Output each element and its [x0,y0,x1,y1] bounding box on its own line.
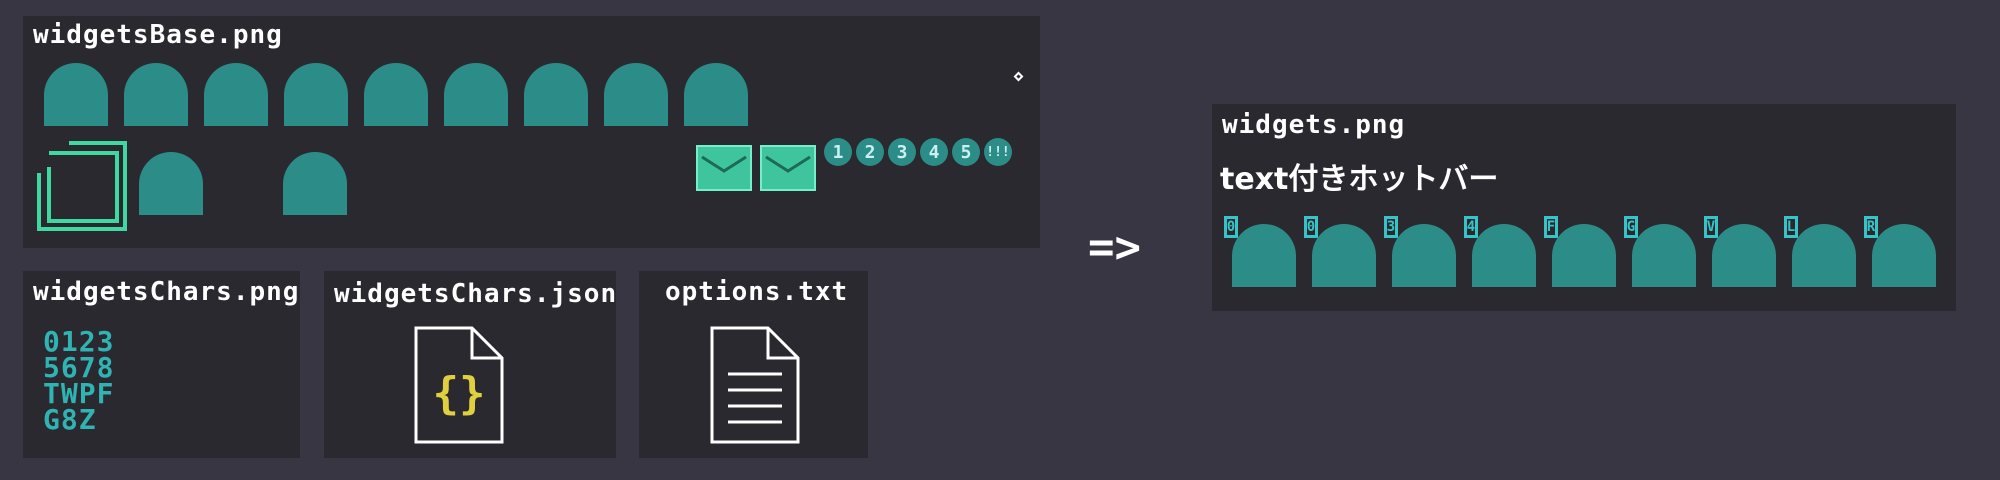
transform-arrow: => [1088,222,1141,273]
hotkey-label: 0 [1304,216,1318,238]
badge-2: 2 [856,138,884,166]
chars-grid: 0123 5678 TWPF G8Z [43,325,115,436]
hotbar-slot [1792,224,1856,287]
hotbar-slot [44,63,108,126]
hotbar-slot [284,63,348,126]
chars-row: 5678 [43,351,115,384]
hotkey-label: R [1864,216,1878,238]
hotbar-slot-selected [139,152,203,215]
widgets-chars-json-panel: widgetsChars.json {} [324,271,616,458]
badge-3: 3 [888,138,916,166]
json-file-icon: {} [414,326,504,444]
hotbar-slot [524,63,588,126]
badge-many: !!! [984,138,1012,166]
chars-row: 0123 [43,325,115,358]
svg-text:{}: {} [433,368,486,419]
hotkey-label: 3 [1384,216,1398,238]
widgets-panel: widgets.png text付きホットバー 0 0 3 4 F G V L … [1212,104,1956,311]
hotkey-label: 4 [1464,216,1478,238]
widgets-title: widgets.png [1222,110,1406,140]
widgets-chars-panel: widgetsChars.png 0123 5678 TWPF G8Z [23,271,300,458]
chars-row: G8Z [43,403,97,436]
badge-5: 5 [952,138,980,166]
badge-4: 4 [920,138,948,166]
hotbar-slot [204,63,268,126]
hotkey-label: F [1544,216,1558,238]
text-file-icon [710,326,800,444]
envelope-icon [696,145,752,191]
hotbar-slot [364,63,428,126]
options-txt-title: options.txt [665,277,849,307]
widgets-chars-title: widgetsChars.png [33,277,300,307]
hotkey-label: 0 [1224,216,1238,238]
hotbar-slot [1872,224,1936,287]
hotbar-slot [1712,224,1776,287]
small-diamond-icon [1013,71,1024,82]
hotbar-slot [684,63,748,126]
hotbar-slot [1392,224,1456,287]
widgets-subtitle: text付きホットバー [1220,162,1499,197]
widgets-chars-json-title: widgetsChars.json [334,279,618,309]
hotbar-slot [1312,224,1376,287]
selection-frame-icon [37,141,127,231]
hotbar-slot-alt [283,152,347,215]
hotkey-label: G [1624,216,1638,238]
chars-row: TWPF [43,377,115,410]
hotbar-slot [1632,224,1696,287]
hotkey-label: V [1704,216,1718,238]
badge-1: 1 [824,138,852,166]
hotbar-slot [604,63,668,126]
hotbar-slot [444,63,508,126]
hotbar-slot [1232,224,1296,287]
hotkey-label: L [1784,216,1798,238]
options-txt-panel: options.txt [639,271,868,458]
hotbar-slot [124,63,188,126]
hotbar-slot [1552,224,1616,287]
hotbar-slot [1472,224,1536,287]
envelope-icon [760,145,816,191]
widgets-base-title: widgetsBase.png [33,20,283,50]
widgets-base-panel: widgetsBase.png 1 2 3 4 5 !!! [23,16,1040,248]
